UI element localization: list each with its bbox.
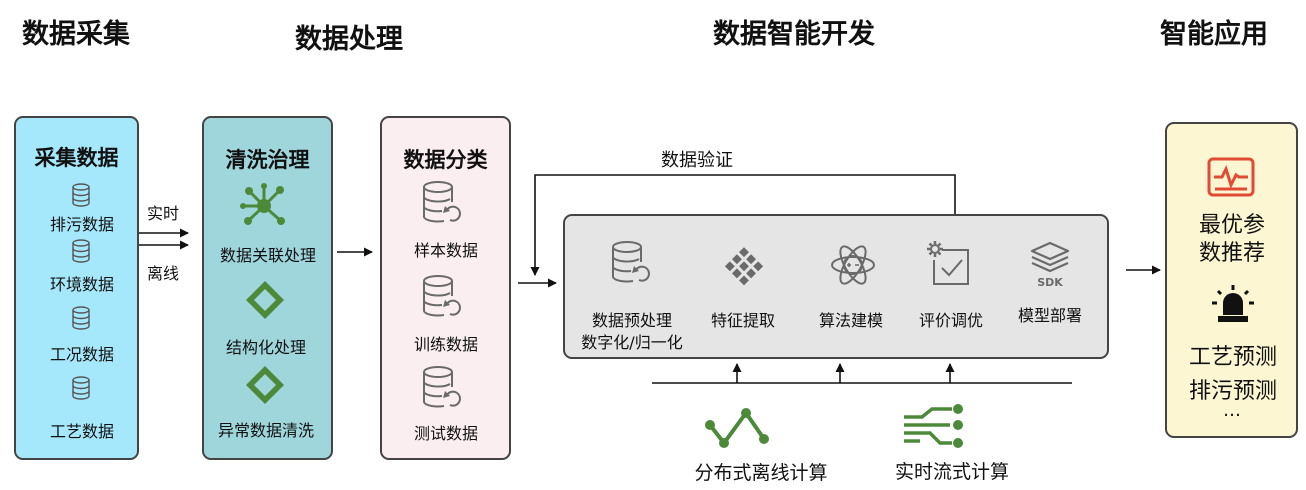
sdk-layers-icon: SDK <box>1030 241 1070 289</box>
offline-compute-label: 分布式离线计算 <box>694 462 828 484</box>
collect-item-environment: 环境数据 <box>49 275 115 294</box>
database-refresh-icon <box>423 181 461 223</box>
collect-item-working-condition: 工况数据 <box>49 345 115 364</box>
app-item-optimal-param: 最优参 数推荐 <box>1199 212 1265 268</box>
heading-data-collection: 数据采集 <box>22 19 130 50</box>
structure-diamond-icon <box>246 366 284 404</box>
stage-preprocess-line2: 数字化/归一化 <box>581 333 683 352</box>
database-icon <box>72 183 90 207</box>
database-refresh-icon <box>612 241 650 283</box>
app-item-optimal-param-line1: 最优参 <box>1198 213 1266 238</box>
structure-diamond-icon <box>246 281 284 319</box>
classify-item-sample: 样本数据 <box>413 241 479 260</box>
stage-evaluation-tuning: 评价调优 <box>918 311 984 330</box>
database-refresh-icon <box>423 275 461 317</box>
database-refresh-icon <box>423 366 461 408</box>
app-item-optimal-param-line2: 数推荐 <box>1198 241 1266 266</box>
stage-model-deployment: 模型部署 <box>1017 306 1083 325</box>
app-item-ellipsis: … <box>1223 400 1241 421</box>
offline-compute-icon <box>705 408 769 448</box>
clean-item-association: 数据关联处理 <box>219 246 317 265</box>
clean-item-anomaly: 异常数据清洗 <box>217 421 315 440</box>
stage-preprocess: 数据预处理 数字化/归一化 <box>581 310 682 354</box>
collect-item-pollution: 排污数据 <box>49 215 115 234</box>
stage-algorithm-modeling: 算法建模 <box>818 311 884 330</box>
heading-data-development: 数据智能开发 <box>713 19 875 50</box>
gear-check-icon <box>927 241 969 285</box>
app-item-pollution-prediction: 排污预测 <box>1188 379 1278 404</box>
classify-item-training: 训练数据 <box>413 335 479 354</box>
database-icon <box>72 306 90 330</box>
development-pipeline-box <box>563 214 1109 359</box>
network-hub-icon <box>240 183 285 225</box>
monitor-pulse-icon <box>1207 157 1255 197</box>
collect-data-box: 采集数据 <box>14 116 139 460</box>
smart-application-box <box>1165 122 1298 438</box>
stage-feature-extraction: 特征提取 <box>710 311 776 330</box>
clean-govern-title: 清洗治理 <box>225 148 310 172</box>
label-offline: 离线 <box>146 264 180 283</box>
data-classify-box: 数据分类 <box>380 116 511 460</box>
validation-loop <box>530 174 956 276</box>
grid-diamond-icon <box>724 247 764 286</box>
app-item-process-prediction: 工艺预测 <box>1188 345 1278 370</box>
database-icon <box>72 239 90 263</box>
heading-data-processing: 数据处理 <box>295 24 403 55</box>
stream-compute-label: 实时流式计算 <box>894 461 1010 483</box>
collect-item-process: 工艺数据 <box>49 422 115 441</box>
label-data-validation: 数据验证 <box>661 150 733 171</box>
alarm-light-icon <box>1212 285 1254 322</box>
heading-smart-application: 智能应用 <box>1160 19 1268 50</box>
sdk-text: SDK <box>1037 276 1063 289</box>
atom-icon <box>831 245 875 285</box>
stream-compute-icon <box>904 404 963 448</box>
data-classify-title: 数据分类 <box>403 148 488 172</box>
clean-item-structuring: 结构化处理 <box>225 338 307 357</box>
stage-preprocess-line1: 数据预处理 <box>591 311 672 330</box>
database-icon <box>72 376 90 400</box>
classify-item-testing: 测试数据 <box>413 424 479 443</box>
collect-data-title: 采集数据 <box>34 146 119 170</box>
label-realtime: 实时 <box>146 204 180 223</box>
